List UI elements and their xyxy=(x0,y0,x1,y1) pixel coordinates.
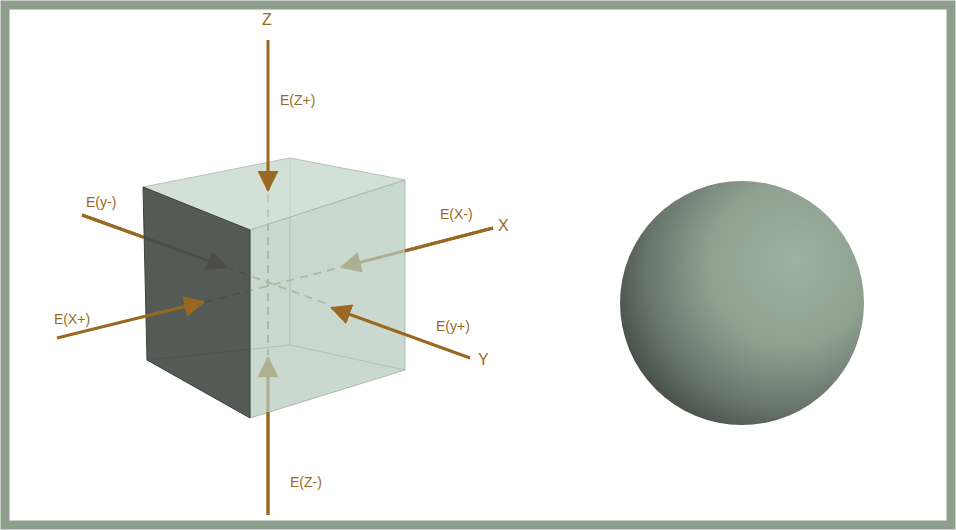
force-label: E(X-) xyxy=(440,206,473,222)
force-label: E(y+) xyxy=(436,318,470,334)
force-label: E(Z-) xyxy=(290,474,322,490)
cube xyxy=(143,158,405,418)
force-label: E(y-) xyxy=(86,194,116,210)
frame xyxy=(5,5,951,525)
front-arrows xyxy=(57,40,493,515)
force-label: E(X+) xyxy=(54,311,90,327)
axis-label: Z xyxy=(262,12,272,28)
axis-label: Y xyxy=(478,352,489,368)
axis-label: X xyxy=(498,218,509,234)
force-label: E(Z+) xyxy=(280,92,315,108)
sphere xyxy=(620,181,864,425)
